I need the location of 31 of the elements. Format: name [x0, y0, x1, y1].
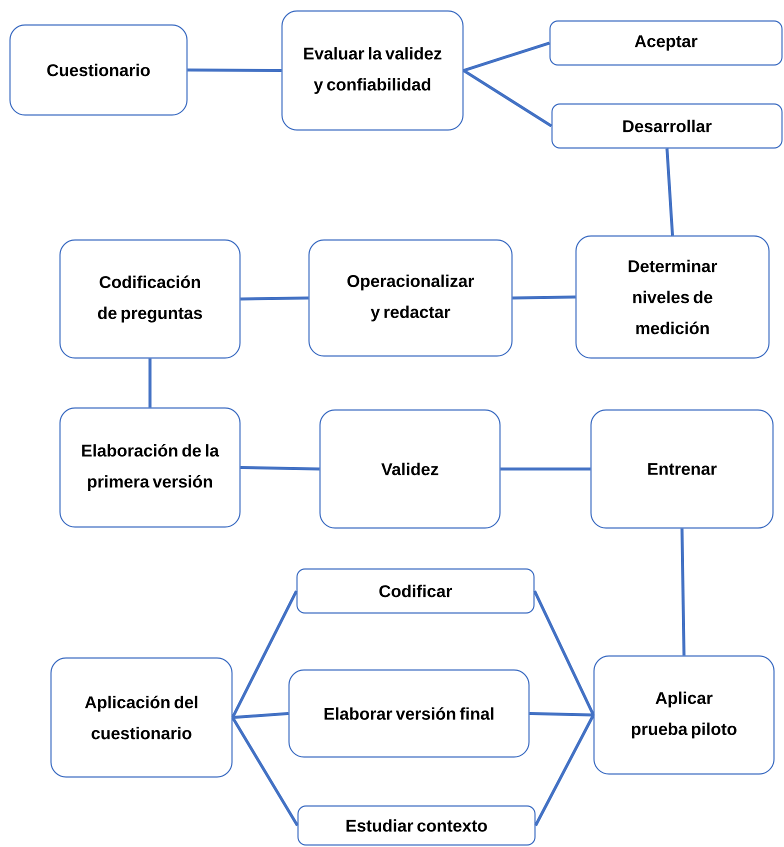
connector-line: [188, 68, 282, 72]
connector-line: [463, 42, 550, 72]
connector-line: [462, 69, 552, 128]
process-box: Estudiar contexto: [297, 805, 536, 846]
connector-line: [666, 148, 674, 236]
connector-line: [231, 716, 299, 826]
process-box: Aplicación del cuestionario: [50, 657, 233, 778]
process-box: Validez: [319, 409, 501, 529]
connector-line: [530, 712, 594, 716]
connector-line: [240, 296, 308, 300]
connector-line: [231, 590, 298, 718]
connector-line: [680, 528, 686, 656]
connector-line: [240, 466, 320, 470]
connector-line: [500, 468, 590, 470]
process-box: Elaboración de la primera versión: [59, 407, 241, 528]
process-box: Evaluar la validez y confiabilidad: [281, 10, 464, 131]
process-box: Codificar: [296, 568, 535, 614]
process-box: Entrenar: [590, 409, 774, 529]
process-box: Operacionalizar y redactar: [308, 239, 513, 357]
process-box: Aceptar: [549, 20, 783, 66]
connector-line: [148, 358, 152, 408]
process-box: Cuestionario: [9, 24, 188, 116]
connector-line: [232, 712, 288, 719]
process-box: Codificación de preguntas: [59, 239, 241, 359]
process-box: Aplicar prueba piloto: [593, 655, 775, 775]
process-box: Desarrollar: [551, 103, 783, 149]
connector-line: [534, 714, 595, 826]
connector-line: [512, 296, 576, 300]
process-box: Elaborar versión final: [288, 669, 530, 758]
process-box: Determinar niveles de medición: [575, 235, 770, 359]
connector-line: [533, 590, 595, 716]
